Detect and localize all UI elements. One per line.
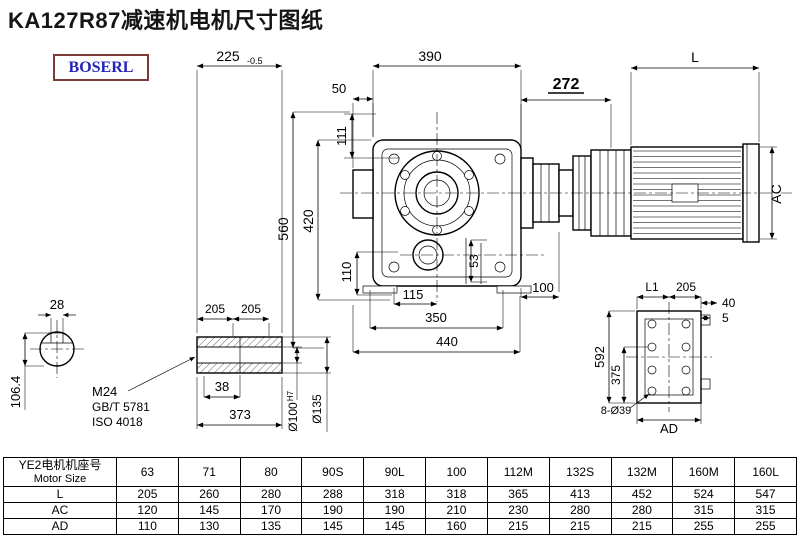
dim-bore-diameter-label: Ø100 xyxy=(286,402,300,432)
size-cell: 288 xyxy=(301,486,365,503)
size-cell: 190 xyxy=(301,502,365,519)
dim-50-label: 50 xyxy=(332,81,346,96)
size-cell: 365 xyxy=(486,486,550,503)
standard-iso-label: ISO 4018 xyxy=(92,415,143,429)
dim-272-label: 272 xyxy=(553,76,580,93)
size-cell: 145 xyxy=(363,518,427,535)
size-cell: 547 xyxy=(734,486,797,503)
dim-bore-tolerance-label: H7 xyxy=(286,390,295,401)
size-cell: 230 xyxy=(486,502,550,519)
dim-225-tolerance: -0.5 xyxy=(247,56,263,66)
size-cell: 315 xyxy=(672,502,736,519)
table-row-AC: AC 120 145 170 190 190 210 230 280 280 3… xyxy=(3,502,797,519)
size-cell: 280 xyxy=(610,502,674,519)
col-header: 112M xyxy=(486,457,550,487)
dim-hub-diameter-label: Ø135 xyxy=(310,394,324,424)
dim-205r-label: 205 xyxy=(676,280,696,294)
col-header: 132S xyxy=(548,457,612,487)
dim-373-label: 373 xyxy=(229,407,251,422)
size-cell: 210 xyxy=(425,502,488,519)
size-cell: 260 xyxy=(177,486,241,503)
size-cell: 120 xyxy=(116,502,179,519)
size-cell: 190 xyxy=(363,502,427,519)
col-header: 80 xyxy=(239,457,303,487)
size-cell: 280 xyxy=(548,502,612,519)
dim-111-label: 111 xyxy=(334,126,349,146)
motor-size-header-en: Motor Size xyxy=(33,473,87,485)
dim-592-label: 592 xyxy=(592,346,607,368)
size-cell: 452 xyxy=(610,486,674,503)
dim-205a-label: 205 xyxy=(205,302,225,316)
gearbox-housing xyxy=(352,139,532,294)
col-header: 71 xyxy=(177,457,241,487)
dim-440-label: 440 xyxy=(436,334,458,349)
hollow-shaft-view xyxy=(196,336,283,374)
col-header: 160M xyxy=(672,457,736,487)
dim-560-label: 560 xyxy=(275,217,291,241)
brand-logo: BOSERL xyxy=(53,54,149,81)
dim-390-label: 390 xyxy=(418,48,442,64)
size-cell: 170 xyxy=(239,502,303,519)
size-cell: 255 xyxy=(672,518,736,535)
size-cell: 215 xyxy=(486,518,550,535)
size-cell: 135 xyxy=(239,518,303,535)
dim-100-label: 100 xyxy=(532,280,554,295)
col-header: 90L xyxy=(363,457,427,487)
dim-53-label: 53 xyxy=(467,254,481,268)
row-label: AD xyxy=(3,518,117,535)
size-cell: 255 xyxy=(734,518,797,535)
dim-AC-label: AC xyxy=(768,184,784,203)
size-cell: 318 xyxy=(425,486,488,503)
motor-size-header: YE2电机机座号 Motor Size xyxy=(3,457,117,487)
col-header: 132M xyxy=(610,457,674,487)
size-cell: 280 xyxy=(239,486,303,503)
motor-size-header-cn: YE2电机机座号 xyxy=(18,458,102,473)
table-row-L: L 205 260 280 288 318 318 365 413 452 52… xyxy=(3,486,797,503)
size-cell: 205 xyxy=(116,486,179,503)
dim-115-label: 115 xyxy=(403,287,424,302)
dim-L1-label: L1 xyxy=(645,280,659,294)
dim-28-label: 28 xyxy=(50,297,64,312)
technical-drawing: 225 -0.5 390 272 L 50 111 560 xyxy=(8,48,792,436)
size-cell: 145 xyxy=(177,502,241,519)
dimension-lines: 225 -0.5 390 272 L 50 111 560 xyxy=(8,48,784,436)
page-title: KA127R87减速机电机尺寸图纸 xyxy=(8,8,324,33)
size-cell: 315 xyxy=(734,502,797,519)
dim-350-label: 350 xyxy=(425,310,447,325)
dim-375-label: 375 xyxy=(609,365,623,385)
size-cell: 413 xyxy=(548,486,612,503)
size-cell: 524 xyxy=(672,486,736,503)
dim-205b-label: 205 xyxy=(241,302,261,316)
size-cell: 130 xyxy=(177,518,241,535)
size-cell: 215 xyxy=(610,518,674,535)
dim-5-label: 5 xyxy=(722,311,729,325)
size-cell: 160 xyxy=(425,518,488,535)
size-cell: 145 xyxy=(301,518,365,535)
col-header: 100 xyxy=(425,457,488,487)
table-header-row: YE2电机机座号 Motor Size 63 71 80 90S 90L 100… xyxy=(3,457,797,487)
size-cell: 318 xyxy=(363,486,427,503)
table-row-AD: AD 110 130 135 145 145 160 215 215 215 2… xyxy=(3,518,797,535)
col-header: 63 xyxy=(116,457,179,487)
dim-40-label: 40 xyxy=(722,296,736,310)
motor-size-table: YE2电机机座号 Motor Size 63 71 80 90S 90L 100… xyxy=(3,457,797,535)
size-cell: 215 xyxy=(548,518,612,535)
dim-225-label: 225 xyxy=(216,48,240,64)
size-cell: 110 xyxy=(116,518,179,535)
dim-106-4-label: 106.4 xyxy=(8,376,23,409)
bolt-holes-label: 8-Ø39 xyxy=(601,405,632,417)
thread-spec-label: M24 xyxy=(92,384,117,399)
dim-38-label: 38 xyxy=(215,379,229,394)
dim-420-label: 420 xyxy=(300,209,316,233)
dim-L-label: L xyxy=(691,49,699,65)
row-label: AC xyxy=(3,502,117,519)
dim-AD-label: AD xyxy=(660,421,678,436)
standard-gbt-label: GB/T 5781 xyxy=(92,400,150,414)
row-label: L xyxy=(3,486,117,503)
dim-110-label: 110 xyxy=(339,262,354,283)
col-header: 160L xyxy=(734,457,797,487)
col-header: 90S xyxy=(301,457,365,487)
